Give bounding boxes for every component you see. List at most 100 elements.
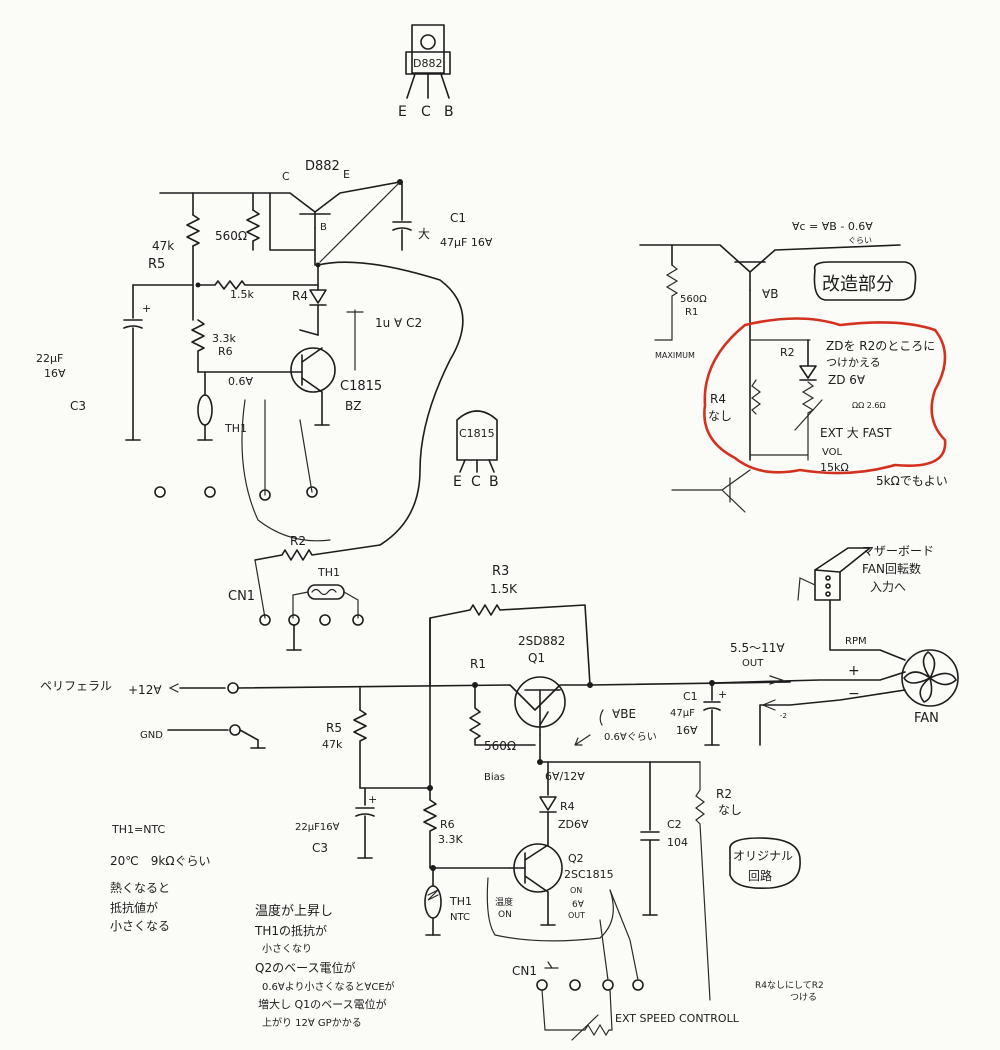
orig-on: ON xyxy=(570,886,582,895)
top-q-c1815: C1815 xyxy=(340,379,382,394)
top-c1-name: C1 xyxy=(450,211,466,225)
mod-title: 改造部分 xyxy=(822,274,894,295)
orig-r4note-2: つける xyxy=(790,992,817,1003)
ntc-notes: TH1=NTC 20℃ 9kΩぐらい 熱くなると 抵抗値が 小さくなる xyxy=(110,823,211,933)
c1815-pin-c: C xyxy=(471,474,481,490)
orig-plus12: +12∀ xyxy=(128,683,162,697)
orig-minus-tag: -2 xyxy=(780,712,787,720)
orig-node: 6∀/12∀ xyxy=(545,770,585,783)
note-temp-7: 上がり 12∀ GPかかる xyxy=(262,1016,362,1029)
top-r6-val: 3.3k xyxy=(212,332,236,345)
pin-c: C xyxy=(421,104,431,120)
c1815-package: C1815 E C B xyxy=(453,410,499,490)
pin-b: B xyxy=(444,104,454,120)
mod-note2: つけかえる xyxy=(826,356,881,369)
orig-q1-part: 2SD882 xyxy=(518,634,565,648)
original-circuit: R3 1.5K 2SD882 Q1 R1 ペリフェラル +12∀ 560Ω Bi… xyxy=(40,544,959,1041)
orig-c2-val: 104 xyxy=(667,836,688,849)
c1815-package-label: C1815 xyxy=(459,427,495,440)
mod-r1-val: 560Ω xyxy=(680,294,707,305)
orig-c3: C3 xyxy=(312,841,328,855)
orig-zd: ZD6∀ xyxy=(558,818,589,831)
orig-c1-plus: + xyxy=(718,688,727,701)
orig-fan: FAN xyxy=(914,711,939,726)
mod-ext: EXT 大 FAST xyxy=(820,426,892,440)
top-schematic: D882 C E B 大 C1 47μF 16∀ 47k R5 560Ω 1.5… xyxy=(36,159,493,651)
orig-bias: Bias xyxy=(484,772,505,783)
mod-r1: R1 xyxy=(685,307,698,318)
top-r6-name: R6 xyxy=(218,345,233,358)
top-v06: 0.6∀ xyxy=(228,375,253,388)
orig-vbe: ∀BE xyxy=(612,707,636,721)
orig-ntc: NTC xyxy=(450,912,470,923)
c1815-pin-b: B xyxy=(489,474,499,490)
orig-vbe-val: 0.6∀ぐらい xyxy=(604,731,657,743)
orig-mb-3: 入力へ xyxy=(870,580,906,594)
orig-r2-none: なし xyxy=(718,803,742,817)
mod-k5: 5kΩでもよい xyxy=(876,474,948,488)
orig-r6: R6 xyxy=(440,818,455,831)
orig-c1: C1 xyxy=(683,690,698,703)
orig-r6-val: 3.3K xyxy=(438,833,463,846)
note-ntc-5: 小さくなる xyxy=(110,919,170,933)
note-temp-2: TH1の抵抗が xyxy=(254,923,327,938)
orig-plus: + xyxy=(848,663,860,679)
orig-original-2: 回路 xyxy=(748,868,772,883)
orig-r5: R5 xyxy=(326,721,342,735)
mod-vc-sub: ぐらい xyxy=(848,236,872,245)
orig-original-1: オリジナル xyxy=(733,849,793,863)
orig-mb-2: FAN回転数 xyxy=(862,561,921,576)
orig-mb-1: マザーボード xyxy=(862,544,934,558)
modified-section: ∀c = ∀B - 0.6∀ ぐらい ∀B 560Ω R1 MAXIMUM 改造… xyxy=(639,220,948,513)
top-th1-b: TH1 xyxy=(317,566,340,579)
top-c: C xyxy=(282,170,290,183)
mod-zd: ZD 6∀ xyxy=(828,373,866,387)
orig-r3: R3 xyxy=(492,564,509,579)
c1815-pin-e: E xyxy=(453,474,462,490)
top-e: E xyxy=(343,168,350,181)
top-c1-big: 大 xyxy=(418,227,430,241)
orig-c1-val: 47μF xyxy=(670,708,695,719)
top-b: B xyxy=(320,222,327,233)
d882-package-label: D882 xyxy=(413,57,442,70)
temperature-notes: 温度が上昇し TH1の抵抗が 小さくなり Q2のベース電位が 0.6∀より小さく… xyxy=(254,903,395,1029)
orig-r1: R1 xyxy=(470,657,486,671)
top-r5-name: R5 xyxy=(148,257,165,272)
orig-ext: EXT SPEED CONTROLL xyxy=(615,1012,740,1025)
top-th1: TH1 xyxy=(224,422,247,435)
mod-note1: ZDを R2のところに xyxy=(826,339,935,353)
note-ntc-3: 熱くなると xyxy=(110,881,170,895)
top-r1-val: 560Ω xyxy=(215,229,247,243)
note-temp-1: 温度が上昇し xyxy=(255,903,333,919)
orig-r4note-1: R4なしにしてR2 xyxy=(755,980,824,991)
orig-r4: R4 xyxy=(560,800,575,813)
top-r5-val: 47k xyxy=(152,239,174,253)
orig-on2: ON xyxy=(498,910,512,920)
orig-c3-plus: + xyxy=(368,793,377,806)
orig-c3-val: 22μF16∀ xyxy=(295,822,340,833)
orig-onsen: 温度 xyxy=(495,896,513,908)
orig-q1: Q1 xyxy=(528,651,545,665)
note-temp-5: 0.6∀より小さくなると∀CEが xyxy=(262,980,395,993)
orig-q2-part: 2SC1815 xyxy=(564,868,614,881)
orig-volt-out: 5.5〜11∀ xyxy=(730,641,785,655)
mod-r4-none: なし xyxy=(708,409,732,423)
mod-vol: VOL xyxy=(822,447,843,458)
top-q-d882: D882 xyxy=(305,159,340,174)
orig-c1-volt: 16∀ xyxy=(676,724,698,737)
orig-gnd: GND xyxy=(140,730,163,741)
orig-r1-val: 560Ω xyxy=(484,739,516,753)
note-temp-6: 増大し Q1のベース電位が xyxy=(258,997,387,1011)
top-c1-val: 47μF 16∀ xyxy=(440,236,493,249)
mod-k15: 15kΩ xyxy=(820,461,849,474)
orig-th1: TH1 xyxy=(449,895,472,908)
note-temp-4: Q2のベース電位が xyxy=(255,960,355,975)
orig-r3-val: 1.5K xyxy=(490,582,518,596)
orig-minus: − xyxy=(848,686,860,702)
note-ntc-4: 抵抗値が xyxy=(110,900,158,915)
top-cn1: CN1 xyxy=(228,589,255,604)
note-ntc-1: TH1=NTC xyxy=(111,823,166,836)
mod-r2: R2 xyxy=(780,346,795,359)
top-r-15k: 1.5k xyxy=(230,288,254,301)
orig-peripheral: ペリフェラル xyxy=(40,679,112,693)
